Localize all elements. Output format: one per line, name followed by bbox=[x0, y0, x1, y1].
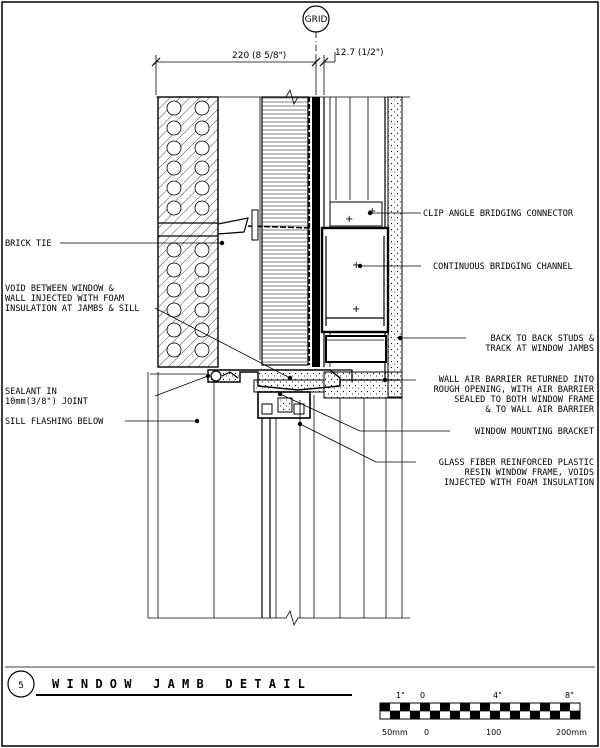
svg-text:+: + bbox=[352, 260, 360, 271]
grid-label: GRID bbox=[305, 15, 328, 25]
clip-angle-connector: + + bbox=[329, 201, 383, 227]
brick-core bbox=[194, 242, 210, 258]
scale-metric-zero: 0 bbox=[424, 728, 429, 737]
sill-flashing-label: SILL FLASHING BELOW bbox=[5, 417, 104, 427]
brick-core bbox=[166, 180, 182, 196]
barrier-label-line1: WALL AIR BARRIER RETURNED INTO bbox=[439, 375, 594, 385]
wall-width-dimension: 220 (8 5/8") bbox=[232, 51, 286, 61]
title-block: 5 W I N D O W J A M B D E T A I L bbox=[5, 666, 595, 698]
brick-core bbox=[194, 140, 210, 156]
brick-core bbox=[166, 200, 182, 216]
scale-segment bbox=[550, 711, 560, 719]
insulation-board bbox=[259, 96, 311, 366]
channel-label: CONTINUOUS BRIDGING CHANNEL bbox=[433, 262, 573, 272]
brick-core bbox=[166, 160, 182, 176]
brick-core bbox=[194, 302, 210, 318]
bridging-channel: + + bbox=[320, 226, 390, 363]
grid-marker: GRID bbox=[302, 5, 330, 58]
scale-imperial-zero: 0 bbox=[420, 691, 425, 700]
studs-label-line2: TRACK AT WINDOW JAMBS bbox=[485, 344, 594, 354]
svg-text:+: + bbox=[352, 304, 360, 315]
scale-segment bbox=[530, 711, 540, 719]
brick-core bbox=[166, 342, 182, 358]
scale-segment bbox=[480, 703, 490, 711]
scale-segment bbox=[460, 703, 470, 711]
brick-core bbox=[166, 322, 182, 338]
scale-segment bbox=[560, 703, 570, 711]
clip-angle-label: CLIP ANGLE BRIDGING CONNECTOR bbox=[423, 209, 574, 219]
scale-bar: 1" 0 4" 8" 50mm 0 100 200mm bbox=[379, 691, 587, 737]
scale-segment bbox=[490, 711, 500, 719]
scale-segment bbox=[410, 711, 420, 719]
brick-tie bbox=[217, 209, 311, 241]
scale-segment bbox=[400, 703, 410, 711]
brick-tie-label: BRICK TIE bbox=[5, 239, 52, 249]
brick-core bbox=[194, 160, 210, 176]
frame-label-line3: INJECTED WITH FOAM INSULATION bbox=[444, 478, 594, 488]
bracket-label: WINDOW MOUNTING BRACKET bbox=[475, 427, 594, 437]
brick-core bbox=[166, 140, 182, 156]
scale-segment bbox=[430, 711, 440, 719]
frame-label-line2: RESIN WINDOW FRAME, VOIDS bbox=[465, 468, 594, 478]
scale-imperial-unit: 1" bbox=[396, 691, 405, 700]
scale-segment bbox=[500, 703, 510, 711]
brick-core bbox=[166, 120, 182, 136]
frame-label-line1: GLASS FIBER REINFORCED PLASTIC bbox=[439, 458, 594, 468]
brick-core bbox=[166, 100, 182, 116]
brick-core bbox=[166, 282, 182, 298]
barrier-label-line3: SEALED TO BOTH WINDOW FRAME bbox=[454, 395, 594, 405]
scale-metric-unit: 50mm bbox=[382, 728, 408, 737]
barrier-label-line4: & TO WALL AIR BARRIER bbox=[485, 405, 594, 415]
brick-core bbox=[194, 180, 210, 196]
brick-core bbox=[194, 200, 210, 216]
scale-segment bbox=[440, 703, 450, 711]
scale-segment bbox=[540, 703, 550, 711]
brick-core bbox=[194, 322, 210, 338]
void-label-line2: WALL INJECTED WITH FOAM bbox=[5, 294, 124, 304]
break-lines bbox=[148, 88, 410, 627]
brick-core bbox=[194, 342, 210, 358]
scale-segment bbox=[390, 711, 400, 719]
sealant-label-line2: 10mm(3/8") JOINT bbox=[5, 397, 88, 407]
callout-labels: BRICK TIE VOID BETWEEN WINDOW & WALL INJ… bbox=[5, 209, 595, 488]
svg-text:+: + bbox=[368, 206, 376, 217]
dimension-lines: 220 (8 5/8") 12.7 (1/2") bbox=[151, 48, 384, 95]
scale-segment bbox=[380, 703, 390, 711]
scale-segment bbox=[510, 711, 520, 719]
svg-text:+: + bbox=[345, 214, 353, 225]
scale-segment bbox=[450, 711, 460, 719]
scale-segment bbox=[520, 703, 530, 711]
brick-core bbox=[166, 242, 182, 258]
scale-segment bbox=[470, 711, 480, 719]
brick-core bbox=[166, 262, 182, 278]
scale-metric-end: 200mm bbox=[556, 728, 587, 737]
barrier-label-line2: ROUGH OPENING, WITH AIR BARRIER bbox=[434, 385, 595, 395]
scale-imperial-end: 8" bbox=[565, 691, 574, 700]
scale-segment bbox=[420, 703, 430, 711]
scale-metric-mid: 100 bbox=[486, 728, 501, 737]
brick-core bbox=[194, 120, 210, 136]
brick-core bbox=[194, 262, 210, 278]
leader-lines bbox=[60, 210, 466, 463]
brick-core bbox=[194, 282, 210, 298]
offset-dimension: 12.7 (1/2") bbox=[335, 48, 384, 58]
sealant-label-line1: SEALANT IN bbox=[5, 387, 57, 397]
void-label-line3: INSULATION AT JAMBS & SILL bbox=[5, 304, 140, 314]
void-label-line1: VOID BETWEEN WINDOW & bbox=[5, 284, 114, 294]
brick-veneer bbox=[157, 96, 219, 368]
detail-number: 5 bbox=[18, 681, 24, 691]
wall-elevation-below bbox=[147, 372, 403, 618]
brick-core bbox=[166, 302, 182, 318]
studs-label-line1: BACK TO BACK STUDS & bbox=[491, 334, 595, 344]
scale-imperial-mid: 4" bbox=[493, 691, 502, 700]
window-frame bbox=[207, 369, 400, 419]
detail-title: W I N D O W J A M B D E T A I L bbox=[52, 677, 305, 691]
brick-core bbox=[194, 100, 210, 116]
scale-segment bbox=[570, 711, 580, 719]
